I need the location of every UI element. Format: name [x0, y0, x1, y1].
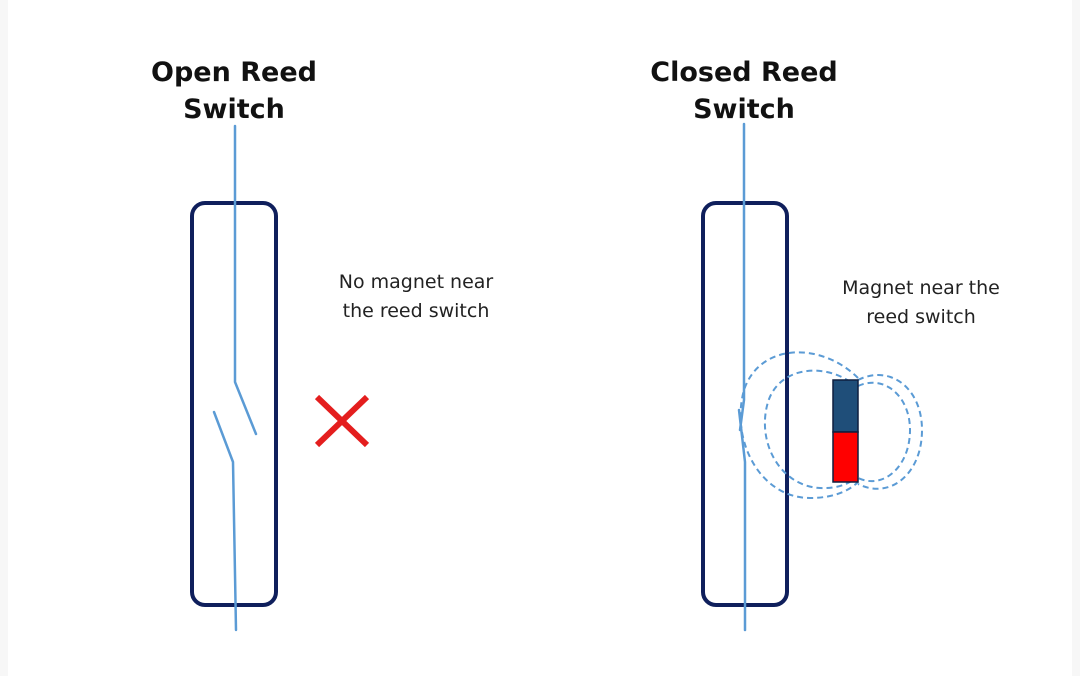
closed-switch-note: Magnet near the reed switch — [816, 274, 1026, 332]
open-reed-switch — [190, 124, 278, 632]
open-switch-title-line1: Open Reed — [151, 57, 317, 88]
bar-magnet-icon — [832, 379, 859, 483]
magnet-south-pole — [832, 431, 859, 483]
red-x-icon — [314, 394, 370, 448]
magnet-north-pole — [832, 379, 859, 433]
diagram-canvas — [8, 0, 1072, 676]
closed-switch-title-line1: Closed Reed — [650, 57, 838, 88]
open-switch-note-line1: No magnet near — [338, 271, 494, 293]
open-switch-note: No magnet near the reed switch — [316, 268, 516, 326]
open-switch-note-line2: the reed switch — [342, 300, 490, 322]
closed-switch-title-line2: Switch — [693, 94, 795, 125]
open-switch-upper-reed — [233, 124, 258, 436]
open-switch-title-line2: Switch — [183, 94, 285, 125]
closed-switch-note-line1: Magnet near the — [842, 277, 1000, 299]
closed-switch-title: Closed Reed Switch — [640, 54, 848, 128]
open-switch-lower-reed — [212, 410, 238, 632]
closed-switch-note-line2: reed switch — [866, 306, 976, 328]
closed-reed-switch — [701, 122, 789, 632]
magnetic-field-lines — [739, 351, 924, 500]
closed-switch-upper-reed — [738, 122, 746, 432]
open-switch-title: Open Reed Switch — [146, 54, 322, 128]
